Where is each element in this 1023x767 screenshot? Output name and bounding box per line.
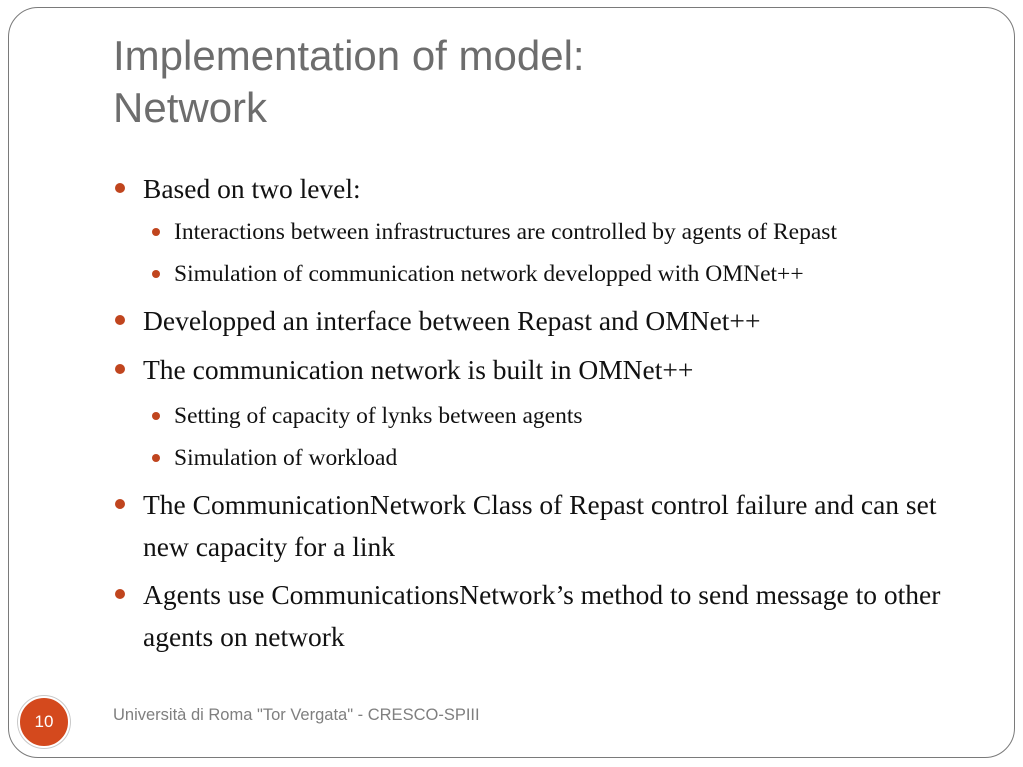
footer-text: Università di Roma "Tor Vergata" - CRESC…	[113, 706, 480, 724]
list-item-text: Setting of capacity of lynks between age…	[174, 403, 583, 429]
list-item-text: The communication network is built in OM…	[143, 354, 694, 385]
bullet-dot-icon	[152, 412, 160, 420]
bullet-dot-icon	[115, 183, 125, 193]
slide-frame	[8, 7, 1015, 758]
slide-title-line-2: Network	[113, 84, 268, 131]
bullet-dot-icon	[115, 589, 125, 599]
list-item-text: Based on two level:	[143, 173, 361, 204]
list-item-text: Simulation of communication network deve…	[174, 261, 804, 287]
list-item: Agents use CommunicationsNetwork’s metho…	[115, 574, 973, 658]
slide-title: Implementation of model: Network	[113, 30, 973, 134]
list-item-text: Interactions between infrastructures are…	[174, 219, 837, 245]
list-item: Interactions between infrastructures are…	[152, 216, 994, 248]
list-item: Setting of capacity of lynks between age…	[152, 400, 994, 432]
bullet-dot-icon	[152, 270, 160, 278]
bullet-dot-icon	[152, 228, 160, 236]
list-item: The communication network is built in OM…	[115, 349, 973, 391]
bullet-dot-icon	[115, 499, 125, 509]
slide-title-line-1: Implementation of model:	[113, 32, 585, 79]
list-item: The CommunicationNetwork Class of Repast…	[115, 484, 973, 568]
bullet-dot-icon	[152, 454, 160, 462]
list-item-text: Agents use CommunicationsNetwork’s metho…	[143, 579, 941, 652]
bullet-dot-icon	[115, 364, 125, 374]
list-item: Simulation of workload	[152, 442, 994, 474]
list-item-text: Developped an interface between Repast a…	[143, 305, 761, 336]
list-item-text: The CommunicationNetwork Class of Repast…	[143, 489, 937, 562]
list-item: Simulation of communication network deve…	[152, 258, 994, 290]
list-item: Developped an interface between Repast a…	[115, 300, 973, 342]
list-item-text: Simulation of workload	[174, 445, 398, 471]
page-number-badge: 10	[18, 696, 70, 748]
bullet-dot-icon	[115, 315, 125, 325]
list-item: Based on two level:	[115, 168, 973, 210]
